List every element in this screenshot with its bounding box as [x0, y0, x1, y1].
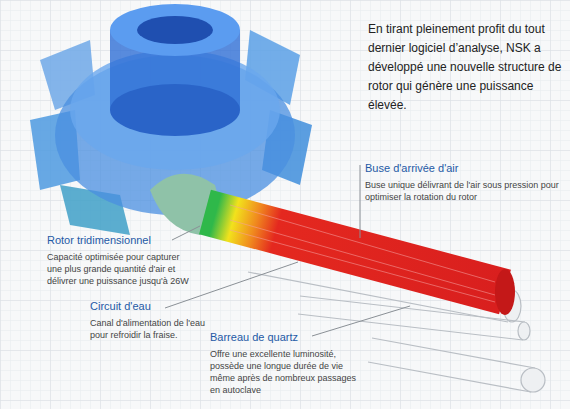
callout-title: Rotor tridimensionnel: [47, 234, 151, 247]
callout-text: Canal d'alimentation de l'eau pour refro…: [90, 317, 220, 341]
callout-text: Offre une excellente luminosité, possède…: [210, 348, 360, 396]
callout-title: Buse d'arrivée d'air: [365, 162, 458, 175]
intro-text: En tirant pleinement profit du tout dern…: [368, 20, 564, 115]
leader-lines: [165, 165, 410, 336]
callout-text: Capacité optimisée pour capturer une plu…: [47, 251, 197, 287]
callout-title: Circuit d'eau: [90, 300, 151, 313]
callout-text: Buse unique délivrant de l'air sous pres…: [365, 179, 561, 203]
rotor: [30, 4, 312, 235]
callout-title: Barreau de quartz: [210, 331, 298, 344]
